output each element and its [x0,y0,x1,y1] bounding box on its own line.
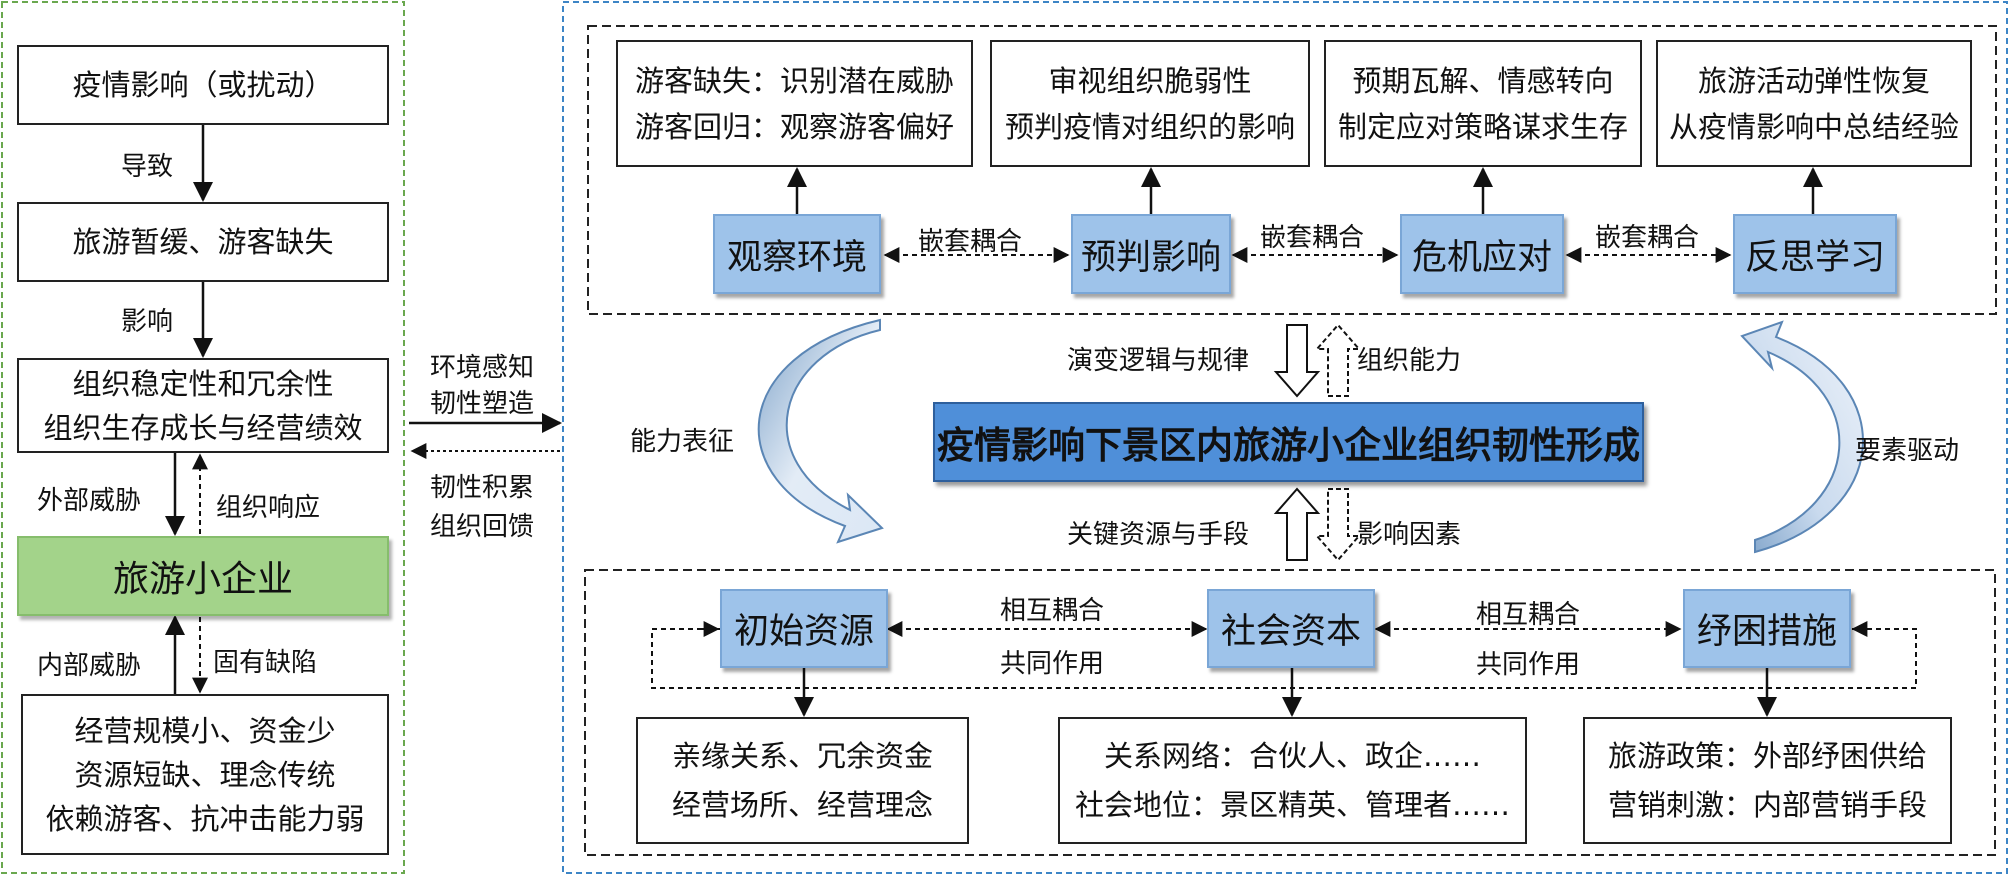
top-panel-frame [587,25,1997,315]
desc-respond-line-2: 制定应对策略谋求生存 [1337,109,1628,144]
desc-box-reflect: 旅游活动弹性恢复 从疫情影响中总结经验 [1656,40,1972,167]
desc-box-predict: 审视组织脆弱性 预判疫情对组织的影响 [990,40,1310,167]
center-title-box: 疫情影响下景区内旅游小企业组织韧性形成 [933,402,1644,482]
org-line-2: 组织生存成长与经营绩效 [43,410,363,445]
box-inherent-defects: 经营规模小、资金少 资源短缺、理念传统 依赖游客、抗冲击能力弱 [21,694,389,855]
desc-reflect-line-2: 从疫情影响中总结经验 [1668,109,1959,144]
label-resilience-accumulation: 韧性积累 [430,473,535,503]
label-org-capability: 组织能力 [1357,346,1462,376]
box-epidemic-text: 疫情影响（或扰动） [72,68,334,102]
detail-box-social: 关系网络：合伙人、政企…… 社会地位：景区精英、管理者…… [1058,717,1527,844]
resource-initial: 初始资源 [720,589,888,668]
detail-box-relief: 旅游政策：外部纾困供给 营销刺激：内部营销手段 [1583,717,1952,844]
stage-respond: 危机应对 [1400,214,1564,294]
label-lead-to: 导致 [121,152,174,182]
block-arrow-key-resources [1273,487,1321,561]
label-influence-factors: 影响因素 [1357,520,1462,550]
resource-social-capital: 社会资本 [1207,589,1375,668]
label-key-resources: 关键资源与手段 [1067,520,1250,550]
curved-arrow-left [757,318,884,544]
label-internal-threat: 内部威胁 [37,651,142,681]
label-affect: 影响 [121,307,174,337]
desc-reflect-line-1: 旅游活动弹性恢复 [1697,63,1930,98]
detail-initial-line-1: 亲缘关系、冗余资金 [671,738,933,773]
label-env-perception: 环境感知 [430,353,535,383]
label-coupling-3: 嵌套耦合 [1595,223,1700,253]
label-mutual-coupling-1: 相互耦合 [1000,596,1105,626]
label-joint-effect-1: 共同作用 [1000,649,1105,679]
org-line-1: 组织稳定性和冗余性 [72,366,334,401]
label-org-response: 组织响应 [216,493,321,523]
right-frame [562,1,2008,874]
desc-box-respond: 预期瓦解、情感转向 制定应对策略谋求生存 [1324,40,1642,167]
detail-social-line-1: 关系网络：合伙人、政企…… [1103,738,1481,773]
box-tourism-pause: 旅游暂缓、游客缺失 [17,202,389,282]
block-arrow-capability [1314,323,1362,397]
box-small-enterprise: 旅游小企业 [17,536,389,616]
detail-relief-line-2: 营销刺激：内部营销手段 [1607,787,1927,822]
block-arrow-evolution [1273,324,1321,398]
stage-reflect: 反思学习 [1733,214,1897,294]
curved-arrow-right [1740,320,1864,554]
box-tourism-pause-text: 旅游暂缓、游客缺失 [72,225,334,259]
small-enterprise-text: 旅游小企业 [112,559,293,600]
bottom-panel-frame [584,569,1996,856]
label-org-feedback: 组织回馈 [430,512,535,542]
label-evolution-logic: 演变逻辑与规律 [1067,346,1250,376]
label-coupling-2: 嵌套耦合 [1260,223,1365,253]
box-org-stability: 组织稳定性和冗余性 组织生存成长与经营绩效 [17,358,389,453]
detail-box-initial: 亲缘关系、冗余资金 经营场所、经营理念 [636,717,969,844]
defect-line-3: 依赖游客、抗冲击能力弱 [45,801,365,836]
detail-relief-line-1: 旅游政策：外部纾困供给 [1607,738,1927,773]
defect-line-2: 资源短缺、理念传统 [74,757,336,792]
desc-box-observe: 游客缺失：识别潜在威胁 游客回归：观察游客偏好 [616,40,973,167]
block-arrow-influence [1314,488,1362,562]
desc-predict-line-1: 审视组织脆弱性 [1048,63,1252,98]
label-coupling-1: 嵌套耦合 [918,227,1023,257]
resource-relief-measures: 纾困措施 [1683,589,1851,668]
label-resilience-shaping: 韧性塑造 [430,389,535,419]
label-mutual-coupling-2: 相互耦合 [1476,600,1581,630]
left-frame [1,1,405,874]
desc-observe-line-2: 游客回归：观察游客偏好 [634,109,954,144]
stage-observe: 观察环境 [713,214,881,294]
label-external-threat: 外部威胁 [37,486,142,516]
box-epidemic-impact: 疫情影响（或扰动） [17,45,389,125]
desc-respond-line-1: 预期瓦解、情感转向 [1352,63,1614,98]
label-capability-characterization: 能力表征 [630,427,735,457]
label-element-drive: 要素驱动 [1855,436,1960,466]
desc-predict-line-2: 预判疫情对组织的影响 [1004,109,1295,144]
joint-loop-left [651,628,1917,689]
label-joint-effect-2: 共同作用 [1476,650,1581,680]
detail-initial-line-2: 经营场所、经营理念 [671,787,933,822]
defect-line-1: 经营规模小、资金少 [74,713,336,748]
desc-observe-line-1: 游客缺失：识别潜在威胁 [634,63,954,98]
detail-social-line-2: 社会地位：景区精英、管理者…… [1074,787,1510,822]
stage-predict: 预判影响 [1071,214,1231,294]
label-inherent-defect: 固有缺陷 [213,648,318,678]
